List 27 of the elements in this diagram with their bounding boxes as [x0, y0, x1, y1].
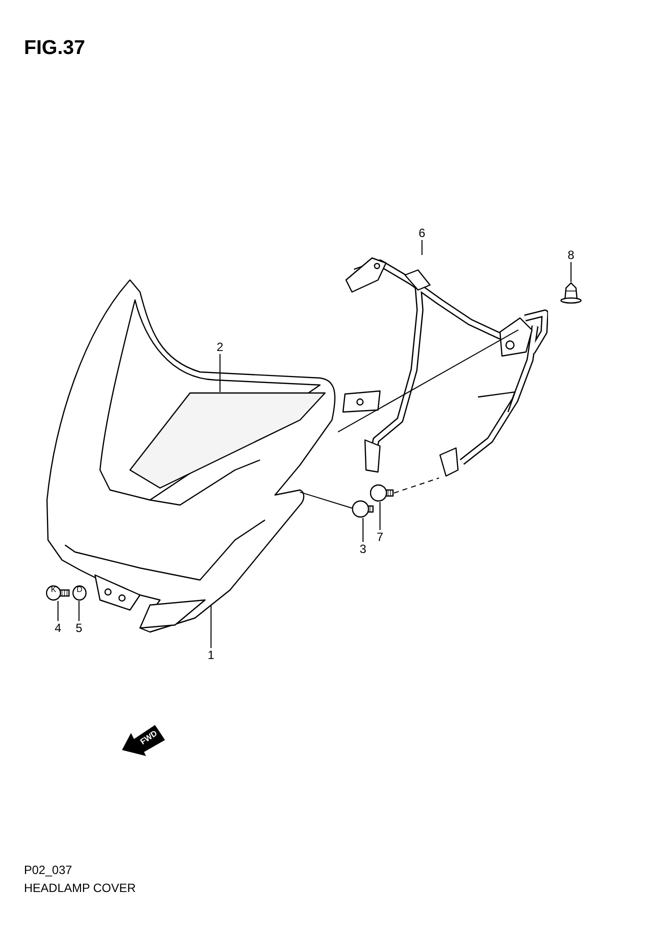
callout-number: 7: [374, 530, 386, 544]
leader-line: [78, 600, 80, 622]
figure-title: FIG.37: [24, 38, 86, 58]
assembly-line: [299, 492, 352, 509]
figure-caption: HEADLAMP COVER: [24, 882, 136, 894]
washer-drawing: [72, 585, 87, 601]
headlamp-bracket-drawing: [340, 255, 548, 478]
callout-number: 1: [205, 648, 217, 662]
nut-drawing: [560, 282, 582, 304]
head-mark: K: [50, 586, 58, 594]
callout-number: 3: [357, 542, 369, 556]
head-mark: D: [76, 586, 84, 594]
leader-line: [362, 518, 364, 542]
callout-number: 5: [73, 621, 85, 635]
bolt-drawing: [370, 484, 394, 502]
bolt-drawing: [46, 585, 70, 601]
leader-line: [210, 604, 212, 648]
drawing-code: P02_037: [24, 864, 72, 876]
assembly-line: [338, 329, 519, 432]
callout-number: 8: [565, 248, 577, 262]
direction-label: FWD: [138, 728, 160, 748]
callout-number: 4: [52, 621, 64, 635]
callout-number: 6: [416, 226, 428, 240]
assembly-line: [394, 478, 440, 494]
callout-number: 2: [214, 340, 226, 354]
screw-drawing: [352, 500, 374, 518]
leader-line: [570, 262, 572, 282]
